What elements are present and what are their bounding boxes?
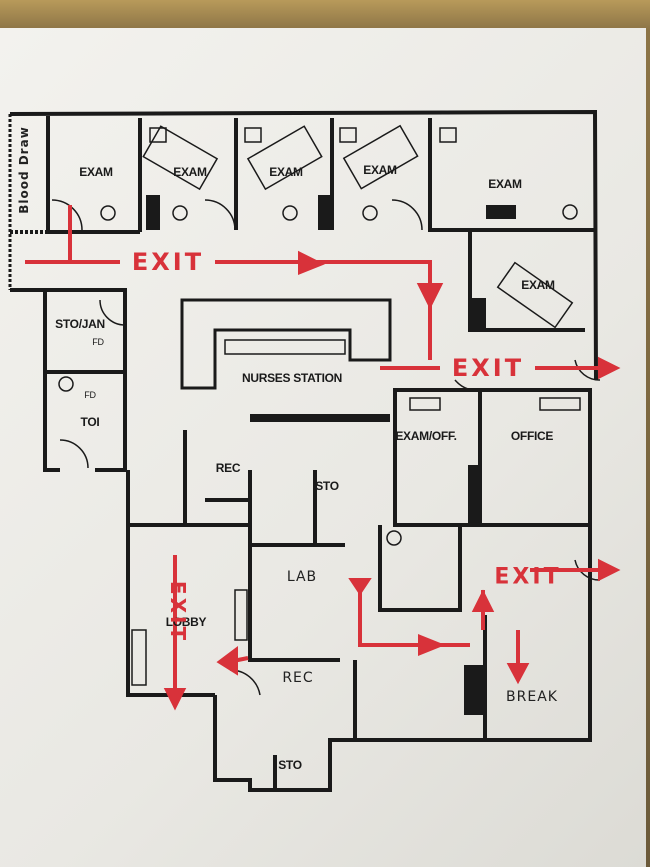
room-label-nurses-station: NURSES STATION [241,371,343,385]
room-label-exam-1: EXAM [79,165,113,179]
exit-label-top: EXIT [131,248,205,276]
exit-label-lobby: EXIT [166,580,190,644]
outer-wall-top [9,109,598,381]
room-label-toi: TOI [80,415,100,429]
exit-label-lower-right: EXIT [494,564,562,590]
room-label-exam-3: EXAM [269,165,303,179]
room-label-exam-6: EXAM [521,278,555,292]
room-label-sto-2: STO [278,758,302,772]
room-label-rec-2: REC [282,670,314,686]
room-label-lab: LAB [286,569,318,585]
room-label-lobby: LOBBY [165,615,207,629]
room-label-break: BREAK [506,689,558,705]
floor-drain-label-1: FD [92,337,104,347]
room-label-rec-1: REC [215,461,241,475]
room-label-blood-draw: Blood Draw [17,126,31,214]
floor-drain-label-2: FD [84,390,96,400]
exit-label-right: EXIT [451,354,525,382]
room-label-office: OFFICE [510,429,554,443]
exit-routes [25,205,621,711]
room-label-exam-off: EXAM/OFF. [395,429,457,443]
room-label-exam-5: EXAM [488,177,522,191]
room-label-sto-1: STO [315,479,339,493]
floor-plan-paper [0,28,646,867]
room-label-exam-4: EXAM [363,163,397,177]
room-label-exam-2: EXAM [173,165,207,179]
room-label-sto-jan: STO/JAN [55,317,105,331]
